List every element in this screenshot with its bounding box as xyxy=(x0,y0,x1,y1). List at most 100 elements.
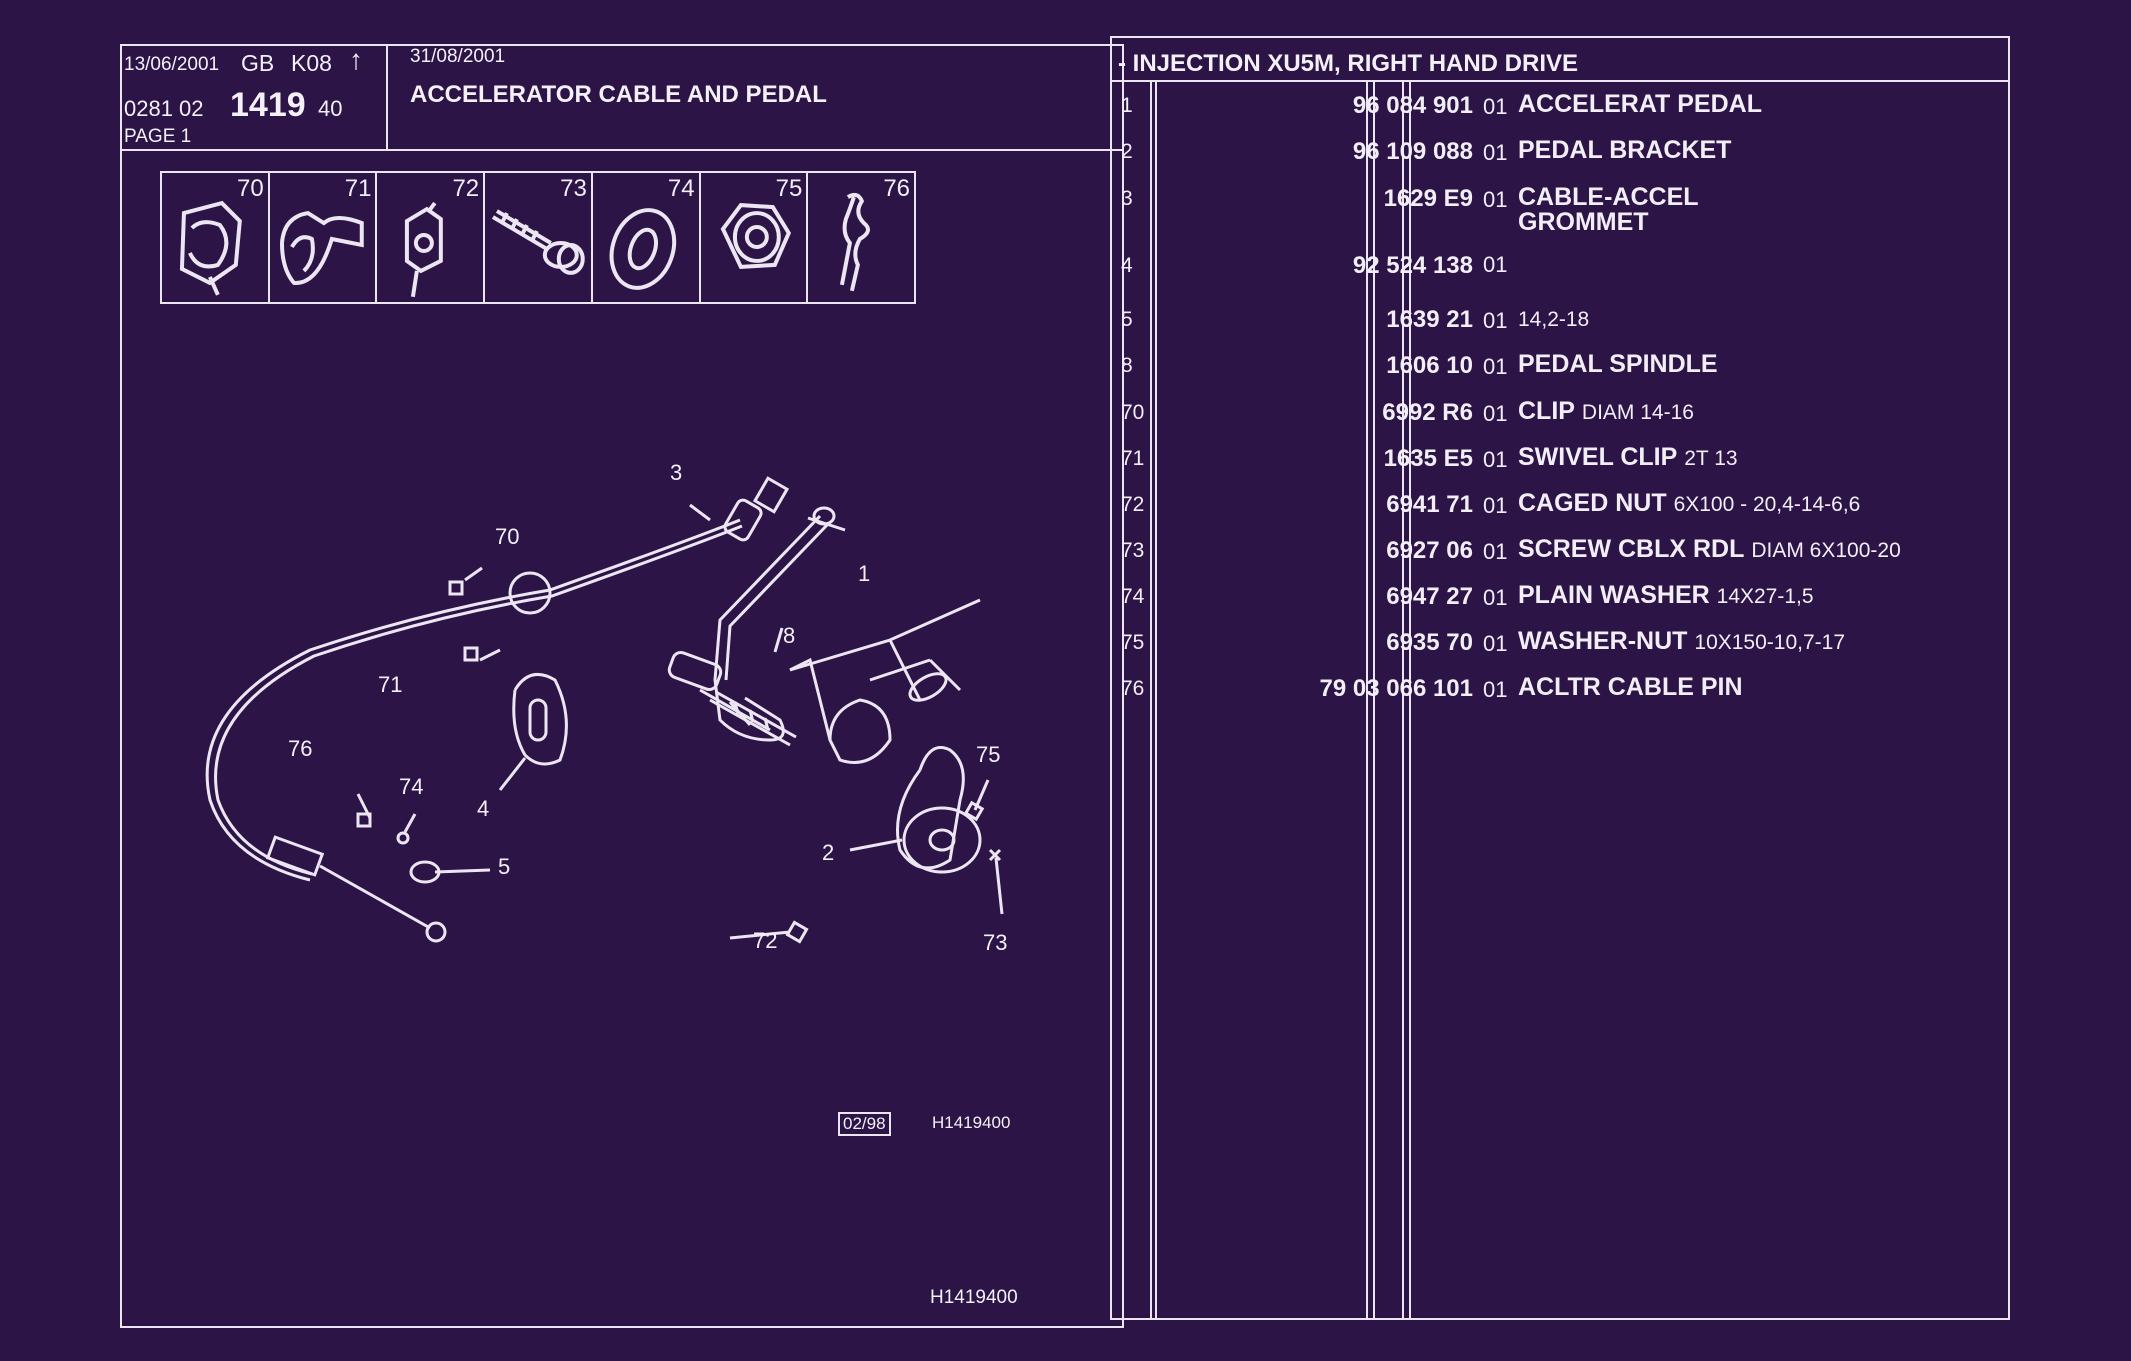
part-quantity: 01 xyxy=(1483,447,1508,472)
part-reference: 92 524 138 xyxy=(1352,252,1473,279)
cable-pin-icon xyxy=(840,192,871,292)
thumb-71: 71 xyxy=(270,173,378,302)
part-quantity: 01 xyxy=(1483,308,1508,333)
accelerator-cable xyxy=(205,518,741,882)
part-spec: DIAM 6X100-20 xyxy=(1751,539,1901,562)
up-arrow-icon: ↑ xyxy=(349,44,363,75)
part-name: ACLTR CABLE PIN xyxy=(1518,673,1743,701)
part-item-number: 3 xyxy=(1121,187,1133,210)
callout-5: 5 xyxy=(498,854,511,879)
part-quantity: 01 xyxy=(1483,539,1508,564)
col-line-1 xyxy=(1150,81,1152,1320)
hardware-thumbnail-strip: 70 71 72 73 74 xyxy=(160,171,916,304)
thumb-number: 70 xyxy=(237,175,264,202)
exploded-diagram xyxy=(205,476,1004,944)
page-label: PAGE 1 xyxy=(124,126,192,147)
callout-2: 2 xyxy=(822,840,835,865)
callout-70: 70 xyxy=(495,524,520,549)
list-header-divider xyxy=(1110,80,2010,82)
col-line-5 xyxy=(1402,81,1404,1320)
part-spec: 14,2-18 xyxy=(1518,308,1590,331)
part-item-number: 73 xyxy=(1121,539,1145,562)
part-name: PEDAL SPINDLE xyxy=(1518,350,1718,378)
part-quantity: 01 xyxy=(1483,585,1508,610)
caged-nut-icon xyxy=(405,201,444,298)
right-panel-frame xyxy=(1110,36,2010,1320)
left-panel-frame xyxy=(120,44,1124,1328)
thumb-76: 76 xyxy=(808,173,914,302)
part-spec: 10X150-10,7-17 xyxy=(1694,631,1846,654)
part-reference: 96 084 901 xyxy=(1352,92,1473,119)
part-reference: 1635 E5 xyxy=(1383,445,1473,472)
part-item-number: 74 xyxy=(1121,585,1145,608)
part-spec: 6X100 - 20,4-14-6,6 xyxy=(1673,493,1861,516)
sheet-number: 1419 xyxy=(230,86,306,124)
callout-4: 4 xyxy=(477,796,490,821)
print-date: 13/06/2001 xyxy=(124,54,220,75)
part-item-number: 75 xyxy=(1121,631,1145,654)
part-quantity: 01 xyxy=(1483,401,1508,426)
screw-icon xyxy=(492,209,585,275)
part-name: PLAIN WASHER xyxy=(1518,581,1710,609)
part-spec: DIAM 14-16 xyxy=(1581,401,1694,424)
callout-75: 75 xyxy=(976,742,1001,767)
part-item-number: 4 xyxy=(1121,254,1133,277)
thumb-number: 73 xyxy=(560,175,587,202)
part-name: CLIP xyxy=(1518,397,1575,425)
part-reference: 6927 06 xyxy=(1386,537,1473,564)
part-reference: 6935 70 xyxy=(1386,629,1473,656)
part-reference: 1639 21 xyxy=(1386,306,1473,333)
part-name: ACCELERAT PEDAL xyxy=(1518,90,1762,118)
part-item-number: 76 xyxy=(1121,677,1145,700)
part-description: ACLTR CABLE PIN xyxy=(1518,673,1743,702)
part-name: SCREW CBLX RDL xyxy=(1518,535,1745,563)
part-description: SCREW CBLX RDL DIAM 6X100-20 xyxy=(1518,535,1901,564)
col-line-6 xyxy=(1409,81,1411,1320)
part-description: CABLE-ACCEL xyxy=(1518,183,1699,212)
part-description: PEDAL BRACKET xyxy=(1518,136,1731,165)
clip-icon xyxy=(179,200,242,296)
part-reference: 6941 71 xyxy=(1386,491,1473,518)
part-description: CAGED NUT 6X100 - 20,4-14-6,6 xyxy=(1518,489,1860,518)
parts-table-row: 73 6927 06 01 SCREW CBLX RDL DIAM 6X100-20 xyxy=(1113,529,1998,573)
model-code: K08 xyxy=(291,50,332,76)
part-reference: 6992 R6 xyxy=(1382,399,1473,426)
ref-prefix: 0281 02 xyxy=(124,96,204,121)
callout-76: 76 xyxy=(288,736,313,761)
thumb-number: 75 xyxy=(775,175,803,202)
part-quantity: 01 xyxy=(1483,252,1508,277)
part-quantity: 01 xyxy=(1483,493,1508,518)
cable-grommet-ball xyxy=(508,571,552,615)
part-item-number: 5 xyxy=(1121,308,1133,331)
callout-72: 72 xyxy=(753,928,778,953)
part-description: GROMMET xyxy=(1518,208,1649,237)
part-quantity: 01 xyxy=(1483,140,1508,165)
thumb-73: 73 xyxy=(485,173,593,302)
callout-74: 74 xyxy=(399,774,424,799)
part-name: PEDAL BRACKET xyxy=(1518,136,1732,164)
thumb-72: 72 xyxy=(377,173,486,302)
washer-icon xyxy=(609,208,676,290)
drawing-reference: H1419400 xyxy=(932,1113,1011,1132)
pedal-bracket xyxy=(789,598,981,764)
country-code: GB xyxy=(241,50,275,76)
callout-3: 3 xyxy=(670,460,683,485)
part-reference: 6947 27 xyxy=(1386,583,1473,610)
thumb-number: 72 xyxy=(452,175,480,202)
callout-1: 1 xyxy=(858,561,871,586)
part-quantity: 01 xyxy=(1483,187,1508,212)
part-name: SWIVEL CLIP xyxy=(1518,443,1678,471)
part-item-number: 71 xyxy=(1121,447,1145,470)
thumb-74: 74 xyxy=(593,173,701,302)
col-line-2 xyxy=(1155,81,1157,1320)
drawing-date-box: 02/98 xyxy=(838,1112,891,1136)
parts-table-row: 5 1639 21 01 14,2-18 xyxy=(1113,298,1998,342)
grommet xyxy=(512,672,568,766)
